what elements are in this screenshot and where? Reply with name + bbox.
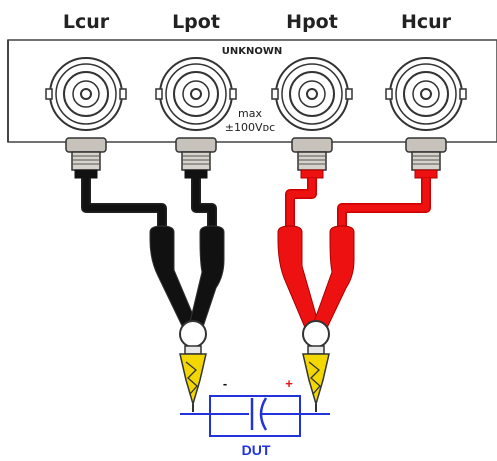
- terminal-label-lcur: Lcur: [63, 11, 110, 33]
- terminal-label-hcur: Hcur: [401, 11, 452, 33]
- bnc-connector-lcur: [45, 57, 127, 131]
- wire-hpot-inner: [286, 178, 316, 232]
- high-side-cable-jackets: [277, 225, 355, 331]
- plug-hcur: [405, 137, 447, 179]
- alligator-clip-icon: [179, 353, 207, 412]
- bnc-connector-icon: [45, 57, 127, 131]
- jacket-lpot: [189, 225, 225, 331]
- bnc-connector-lpot: [155, 57, 237, 131]
- alligator-clip-icon: [302, 353, 330, 412]
- terminal-label-hpot: Hpot: [286, 11, 338, 33]
- low-side-junction: [179, 320, 207, 355]
- dut-symbol: [180, 395, 330, 437]
- jacket-hpot: [277, 225, 319, 331]
- low-side-cable-jackets: [149, 225, 225, 331]
- wire-hcur-inner: [338, 178, 430, 232]
- jacket-lcur: [149, 225, 197, 331]
- plug-lpot: [175, 137, 217, 179]
- max-voltage-label-line2: ±100Vᴅᴄ: [225, 121, 275, 134]
- bnc-connector-hpot: [271, 57, 353, 131]
- high-side-wires: [285, 178, 431, 232]
- bnc-connector-hcur: [385, 57, 467, 131]
- dut-box: [209, 395, 301, 437]
- wire-lcur-inner: [82, 178, 166, 232]
- jacket-hcur: [313, 225, 355, 331]
- bnc-connector-icon: [155, 57, 237, 131]
- unknown-label: UNKNOWN: [222, 46, 283, 57]
- plug-lcur: [65, 137, 107, 179]
- alligator-clip-low: [179, 353, 207, 412]
- high-side-junction: [302, 320, 330, 355]
- dut-label: DUT: [242, 442, 271, 458]
- plug-hpot: [291, 137, 333, 179]
- capacitor-symbol-icon: [210, 397, 300, 431]
- dut-plus-label: +: [285, 376, 293, 391]
- terminal-label-lpot: Lpot: [172, 11, 220, 33]
- dut-minus-label: -: [223, 376, 227, 391]
- wire-lpot-inner: [192, 178, 216, 232]
- bnc-connector-icon: [385, 57, 467, 131]
- low-side-wires: [81, 178, 217, 232]
- max-voltage-label-line1: max: [238, 107, 262, 120]
- bnc-connector-icon: [271, 57, 353, 131]
- alligator-clip-high: [302, 353, 330, 412]
